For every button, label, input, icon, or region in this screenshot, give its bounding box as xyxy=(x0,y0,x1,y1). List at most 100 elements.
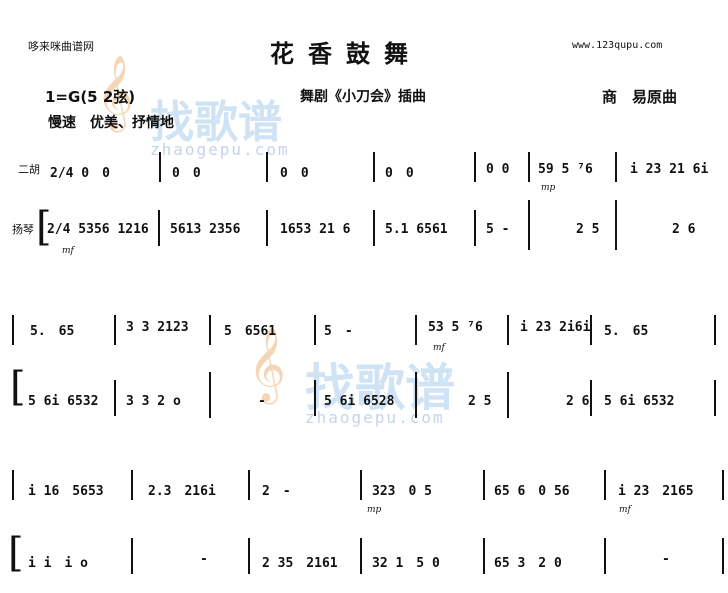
site-name: 哆来咪曲谱网 xyxy=(28,40,94,53)
measure-yangqin: 5 6i 6532 xyxy=(28,394,99,409)
system-brace: [ xyxy=(36,204,52,250)
barline xyxy=(590,315,592,345)
barline xyxy=(528,200,530,250)
barline xyxy=(159,152,161,182)
system-brace: [ xyxy=(8,530,24,576)
measure-yangqin: 2 5 xyxy=(576,222,600,237)
barline xyxy=(714,380,716,416)
barline xyxy=(360,470,362,500)
measure-yangqin: - xyxy=(662,552,670,567)
dynamic-marking: mp xyxy=(367,505,382,515)
barline xyxy=(314,315,316,345)
barline xyxy=(114,315,116,345)
barline xyxy=(266,210,268,246)
measure-yangqin: 1653 21 6 xyxy=(280,222,351,237)
measure-yangqin: 5 - xyxy=(486,222,510,237)
barline xyxy=(483,470,485,500)
source-note: 舞剧《小刀会》插曲 xyxy=(300,89,426,105)
barline xyxy=(507,372,509,418)
measure-yangqin: 3 3 2 o xyxy=(126,394,181,409)
tempo-marking: 慢速 优美、抒情地 xyxy=(48,115,174,131)
barline xyxy=(209,315,211,345)
barline xyxy=(415,372,417,418)
barline xyxy=(615,152,617,182)
system-brace: [ xyxy=(10,364,26,410)
barline xyxy=(360,538,362,574)
watermark-text: 找歌谱 xyxy=(150,97,282,148)
measure-yangqin: 5613 2356 xyxy=(170,222,241,237)
composer: 商 易原曲 xyxy=(602,88,678,106)
barline xyxy=(12,315,14,345)
barline xyxy=(722,470,724,500)
barline xyxy=(131,538,133,574)
measure-erhu: 2.3 216i xyxy=(148,484,216,499)
dynamic-marking: mf xyxy=(433,343,445,353)
barline xyxy=(604,470,606,500)
barline xyxy=(474,152,476,182)
barline xyxy=(209,372,211,418)
barline xyxy=(266,152,268,182)
barline xyxy=(507,315,509,345)
barline xyxy=(12,470,14,500)
barline xyxy=(474,210,476,246)
watermark-subtext: zhaogepu.com xyxy=(150,140,290,159)
measure-erhu: i 23 21 6i xyxy=(630,162,709,177)
measure-yangqin: - xyxy=(258,394,266,409)
key-signature: 1=G(5 2弦) xyxy=(45,88,136,106)
measure-erhu: 5 - xyxy=(324,324,353,339)
dynamic-marking: mf xyxy=(619,505,631,515)
measure-erhu: 5. 65 xyxy=(30,324,75,339)
measure-erhu: 0 0 xyxy=(385,166,414,181)
measure-yangqin: 5 6i 6528 xyxy=(324,394,395,409)
barline xyxy=(415,315,417,345)
measure-erhu: 0 0 xyxy=(172,166,201,181)
measure-yangqin: 2 35 2161 xyxy=(262,556,338,571)
measure-erhu: i 23 2i6i xyxy=(520,320,591,335)
barline xyxy=(314,380,316,416)
measure-erhu: 0 0 xyxy=(486,162,510,177)
barline xyxy=(158,210,160,246)
barline xyxy=(590,380,592,416)
watermark-subtext: zhaogepu.com xyxy=(305,408,445,427)
barline xyxy=(373,210,375,246)
measure-erhu: 59 5 ⁷6 xyxy=(538,162,593,177)
page-title: 花香鼓舞 xyxy=(270,39,422,68)
measure-erhu: 2/4 0 0 xyxy=(50,166,110,181)
measure-yangqin: - xyxy=(200,552,208,567)
measure-erhu: i 16 5653 xyxy=(28,484,104,499)
measure-erhu: 3 3 2123 xyxy=(126,320,189,335)
measure-erhu: 5. 65 xyxy=(604,324,649,339)
measure-erhu: 323 0 5 xyxy=(372,484,432,499)
watermark-clef-icon: 𝄞 xyxy=(96,56,134,130)
site-url: www.123qupu.com xyxy=(572,40,663,51)
instrument-label-yangqin: 扬琴 xyxy=(12,223,34,236)
instrument-label-erhu: 二胡 xyxy=(18,163,40,176)
measure-erhu: 5 6561 xyxy=(224,324,277,339)
barline xyxy=(722,538,724,574)
dynamic-marking: mp xyxy=(541,183,556,193)
barline xyxy=(615,200,617,250)
measure-yangqin: 2 5 xyxy=(468,394,492,409)
barline xyxy=(604,538,606,574)
measure-yangqin: 5.1 6561 xyxy=(385,222,448,237)
barline xyxy=(114,380,116,416)
barline xyxy=(714,315,716,345)
barline xyxy=(528,152,530,182)
measure-yangqin: 2 6 xyxy=(566,394,590,409)
measure-erhu: i 23 2165 xyxy=(618,484,694,499)
barline xyxy=(248,538,250,574)
measure-erhu: 0 0 xyxy=(280,166,309,181)
barline xyxy=(483,538,485,574)
measure-erhu: 65 6 0 56 xyxy=(494,484,570,499)
watermark-text: 找歌谱 xyxy=(305,359,455,417)
barline xyxy=(131,470,133,500)
measure-yangqin: 32 1 5 0 xyxy=(372,556,440,571)
measure-yangqin: 2/4 5356 1216 xyxy=(47,222,149,237)
measure-yangqin: 65 3 2 0 xyxy=(494,556,562,571)
dynamic-marking: mf xyxy=(62,246,74,256)
measure-yangqin: 5 6i 6532 xyxy=(604,394,675,409)
barline xyxy=(373,152,375,182)
measure-erhu: 53 5 ⁷6 xyxy=(428,320,483,335)
barline xyxy=(248,470,250,500)
measure-yangqin: i i i o xyxy=(28,556,88,571)
